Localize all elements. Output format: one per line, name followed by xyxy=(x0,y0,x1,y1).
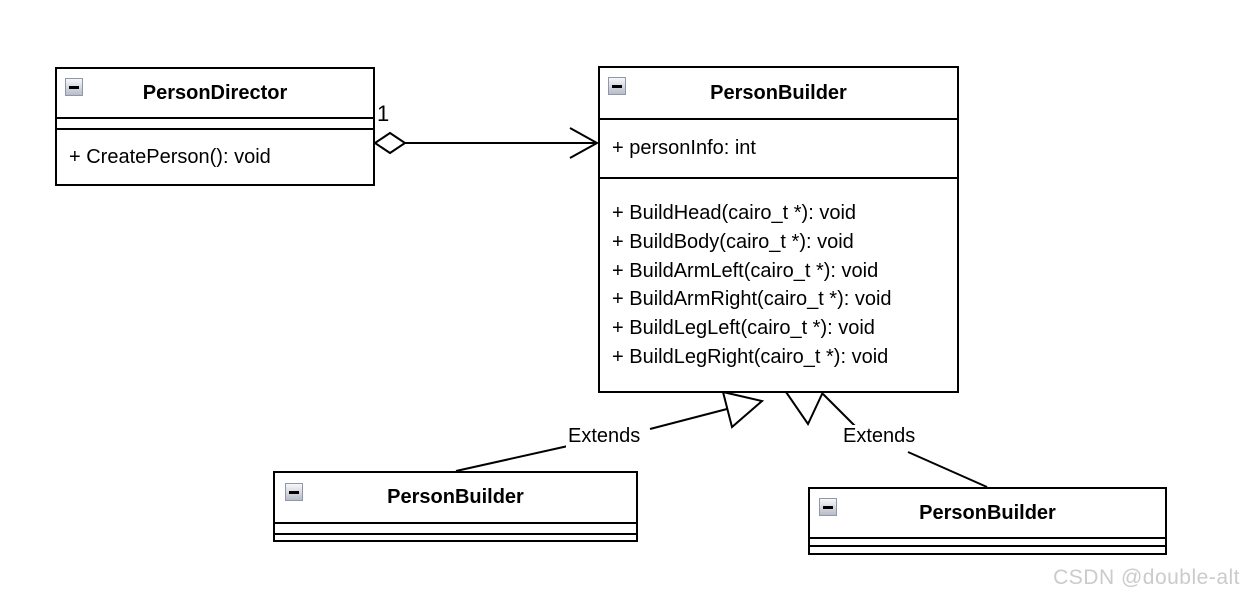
class-box-person-builder-subclass-right: PersonBuilder xyxy=(808,487,1167,555)
class-header: PersonBuilder xyxy=(600,68,957,120)
class-title: PersonBuilder xyxy=(387,486,524,508)
methods-section: + CreatePerson(): void xyxy=(57,130,373,184)
attributes-section xyxy=(275,524,636,535)
methods-section xyxy=(275,535,636,540)
class-title: PersonDirector xyxy=(142,81,288,104)
extends-left-line-lower xyxy=(455,445,569,472)
methods-section: + BuildHead(cairo_t *): void + BuildBody(… xyxy=(600,179,957,391)
extends-label-left: Extends xyxy=(566,425,643,448)
generalization-triangle-left-icon xyxy=(721,390,765,429)
class-box-person-director: PersonDirector + CreatePerson(): void xyxy=(55,67,375,186)
class-title: PersonBuilder xyxy=(710,81,847,104)
class-title: PersonBuilder xyxy=(919,501,1056,524)
collapse-minus-icon[interactable] xyxy=(608,77,626,95)
attributes-section: + personInfo: int xyxy=(600,120,957,179)
class-box-person-builder-subclass-left: PersonBuilder xyxy=(273,471,638,542)
extends-left-line-upper xyxy=(649,408,728,430)
extends-right-line-upper xyxy=(822,393,856,427)
method-line: + BuildLegLeft(cairo_t *): void xyxy=(612,317,875,340)
method-line: + CreatePerson(): void xyxy=(69,145,271,168)
collapse-minus-icon[interactable] xyxy=(819,498,837,516)
attributes-section xyxy=(810,539,1165,547)
methods-section xyxy=(810,547,1165,553)
class-box-person-builder: PersonBuilder + personInfo: int + BuildH… xyxy=(598,66,959,393)
class-header: PersonBuilder xyxy=(810,489,1165,539)
method-line: + BuildArmRight(cairo_t *): void xyxy=(612,288,892,311)
class-header: PersonBuilder xyxy=(275,473,636,524)
csdn-watermark: CSDN @double-alt xyxy=(1053,566,1240,589)
attributes-section xyxy=(57,119,373,130)
class-header: PersonDirector xyxy=(57,69,373,119)
open-arrowhead-icon xyxy=(569,127,600,159)
method-line: + BuildLegRight(cairo_t *): void xyxy=(612,345,889,368)
collapse-minus-icon[interactable] xyxy=(285,483,303,501)
aggregation-multiplicity-label: 1 xyxy=(377,101,390,126)
extends-right-line-lower xyxy=(907,451,988,488)
method-line: + BuildBody(cairo_t *): void xyxy=(612,230,854,253)
attribute-line: + personInfo: int xyxy=(612,137,756,159)
extends-label-right: Extends xyxy=(841,425,918,448)
aggregation-diamond-icon xyxy=(373,131,407,155)
method-line: + BuildHead(cairo_t *): void xyxy=(612,202,857,224)
method-line: + BuildArmLeft(cairo_t *): void xyxy=(612,259,879,282)
generalization-triangle-right-icon xyxy=(784,391,825,427)
collapse-minus-icon[interactable] xyxy=(65,78,83,96)
